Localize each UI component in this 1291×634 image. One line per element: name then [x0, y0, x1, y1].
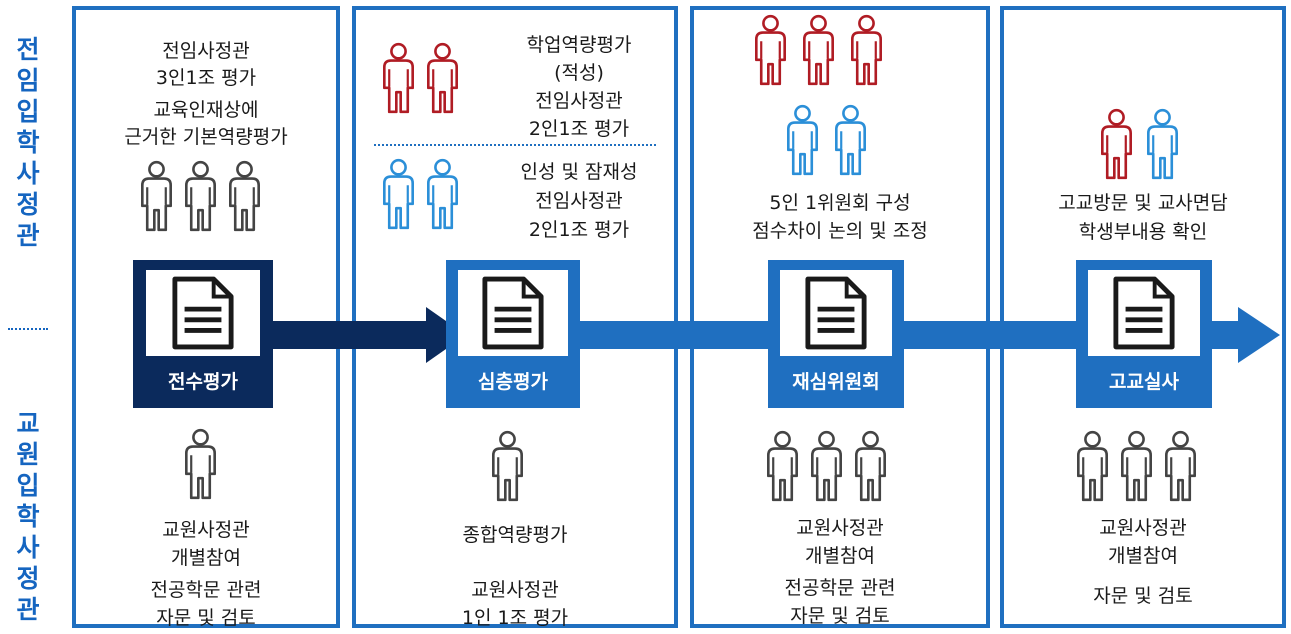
stage3-top-text: 5인 1위원회 구성 점수차이 논의 및 조정 — [752, 192, 928, 242]
side-label-faculty: 교 원 입 학 사 정 관 — [16, 409, 40, 624]
arrow-icon — [270, 307, 466, 363]
person-icon-pair — [1100, 108, 1179, 180]
document-icon — [171, 276, 235, 350]
stage-panel-1: 전임사정관 3인1조 평가 교육인재상에 근거한 기본역량평가 교원사정관 개별… — [72, 6, 340, 629]
person-icon-group-blue — [786, 104, 867, 176]
stage1-top-text-1: 전임사정관 3인1조 평가 — [155, 40, 257, 89]
person-icon-group-blue — [382, 158, 459, 230]
person-icon-group-red — [754, 14, 883, 86]
stage4-bottom-text-2: 자문 및 검토 — [1093, 585, 1193, 607]
stage1-bottom-text-2: 전공학문 관련 자문 및 검토 — [150, 579, 262, 629]
stage2-top-text-1: 학업역량평가 (적성) 전임사정관 2인1조 평가 — [526, 34, 632, 140]
stage-label-3: 재심위원회 — [792, 371, 880, 393]
document-icon — [1112, 276, 1176, 350]
stage3-bottom-text-1: 교원사정관 개별참여 — [796, 517, 884, 567]
stage3-bottom-text-2: 전공학문 관련 자문 및 검토 — [784, 577, 896, 627]
stage2-top-text-2: 인성 및 잠재성 전임사정관 2인1조 평가 — [520, 161, 638, 241]
stage2-bottom-text-2: 교원사정관 1인 1조 평가 — [461, 579, 569, 629]
dotted-separator — [374, 144, 656, 146]
stage2-bottom-text-1: 종합역량평가 — [462, 524, 568, 546]
person-icon-group-red — [382, 42, 459, 114]
person-icon-group — [1076, 430, 1197, 502]
stage1-bottom-text-1: 교원사정관 개별참여 — [162, 519, 250, 569]
person-icon-group — [766, 430, 887, 502]
stage-box-2: 심층평가 — [446, 260, 580, 408]
stage-box-3: 재심위원회 — [768, 260, 904, 408]
stage-box-4: 고교실사 — [1076, 260, 1212, 408]
stage-label-4: 고교실사 — [1109, 371, 1179, 393]
document-icon — [804, 276, 868, 350]
document-icon — [481, 276, 545, 350]
stage4-bottom-text-1: 교원사정관 개별참여 — [1099, 517, 1187, 567]
stage4-top-text: 고교방문 및 교사면담 학생부내용 확인 — [1058, 192, 1228, 243]
person-icon — [491, 430, 524, 502]
stage-label-1: 전수평가 — [168, 371, 238, 393]
side-label-full-time: 전 임 입 학 사 정 관 — [16, 35, 40, 250]
side-divider — [8, 328, 48, 330]
person-icon-group — [140, 160, 261, 232]
stage1-top-text-2: 교육인재상에 근거한 기본역량평가 — [124, 99, 288, 148]
stage-box-1: 전수평가 — [133, 260, 273, 408]
person-icon — [184, 428, 217, 500]
stage-label-2: 심층평가 — [478, 371, 548, 393]
